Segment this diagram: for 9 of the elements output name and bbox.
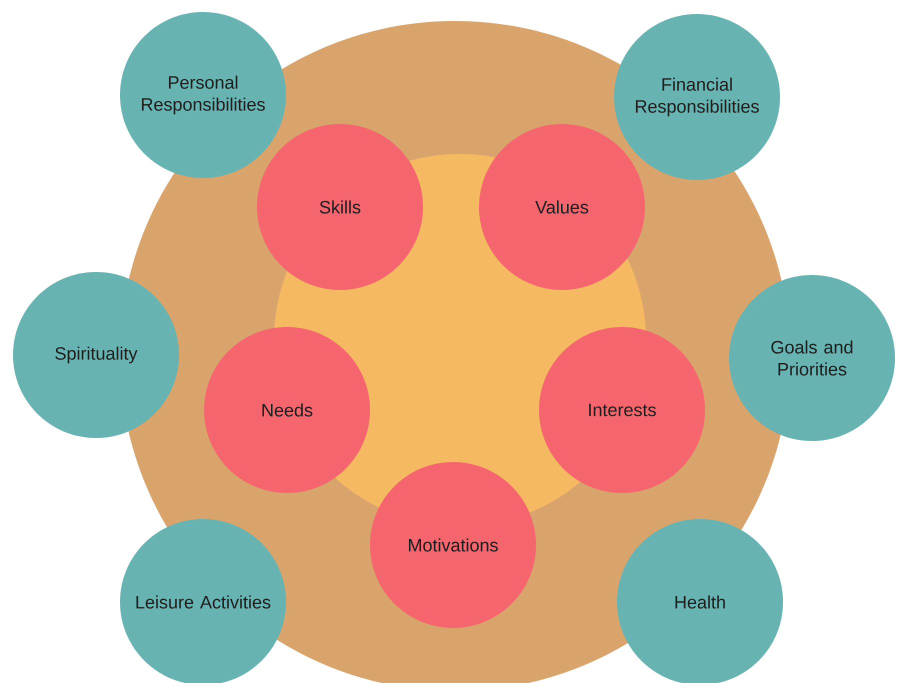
circle-node: Skills — [257, 124, 423, 290]
circle-node: Needs — [204, 327, 370, 493]
circle-node: Motivations — [370, 462, 536, 628]
circle-node: Financial Responsibilities — [614, 14, 780, 180]
circle-node: Values — [479, 124, 645, 290]
circle-node: Goals and Priorities — [729, 275, 896, 441]
circle-node: Personal Responsibilities — [120, 12, 286, 178]
circle-node: Interests — [539, 327, 705, 493]
circle-node: Spirituality — [13, 272, 179, 438]
